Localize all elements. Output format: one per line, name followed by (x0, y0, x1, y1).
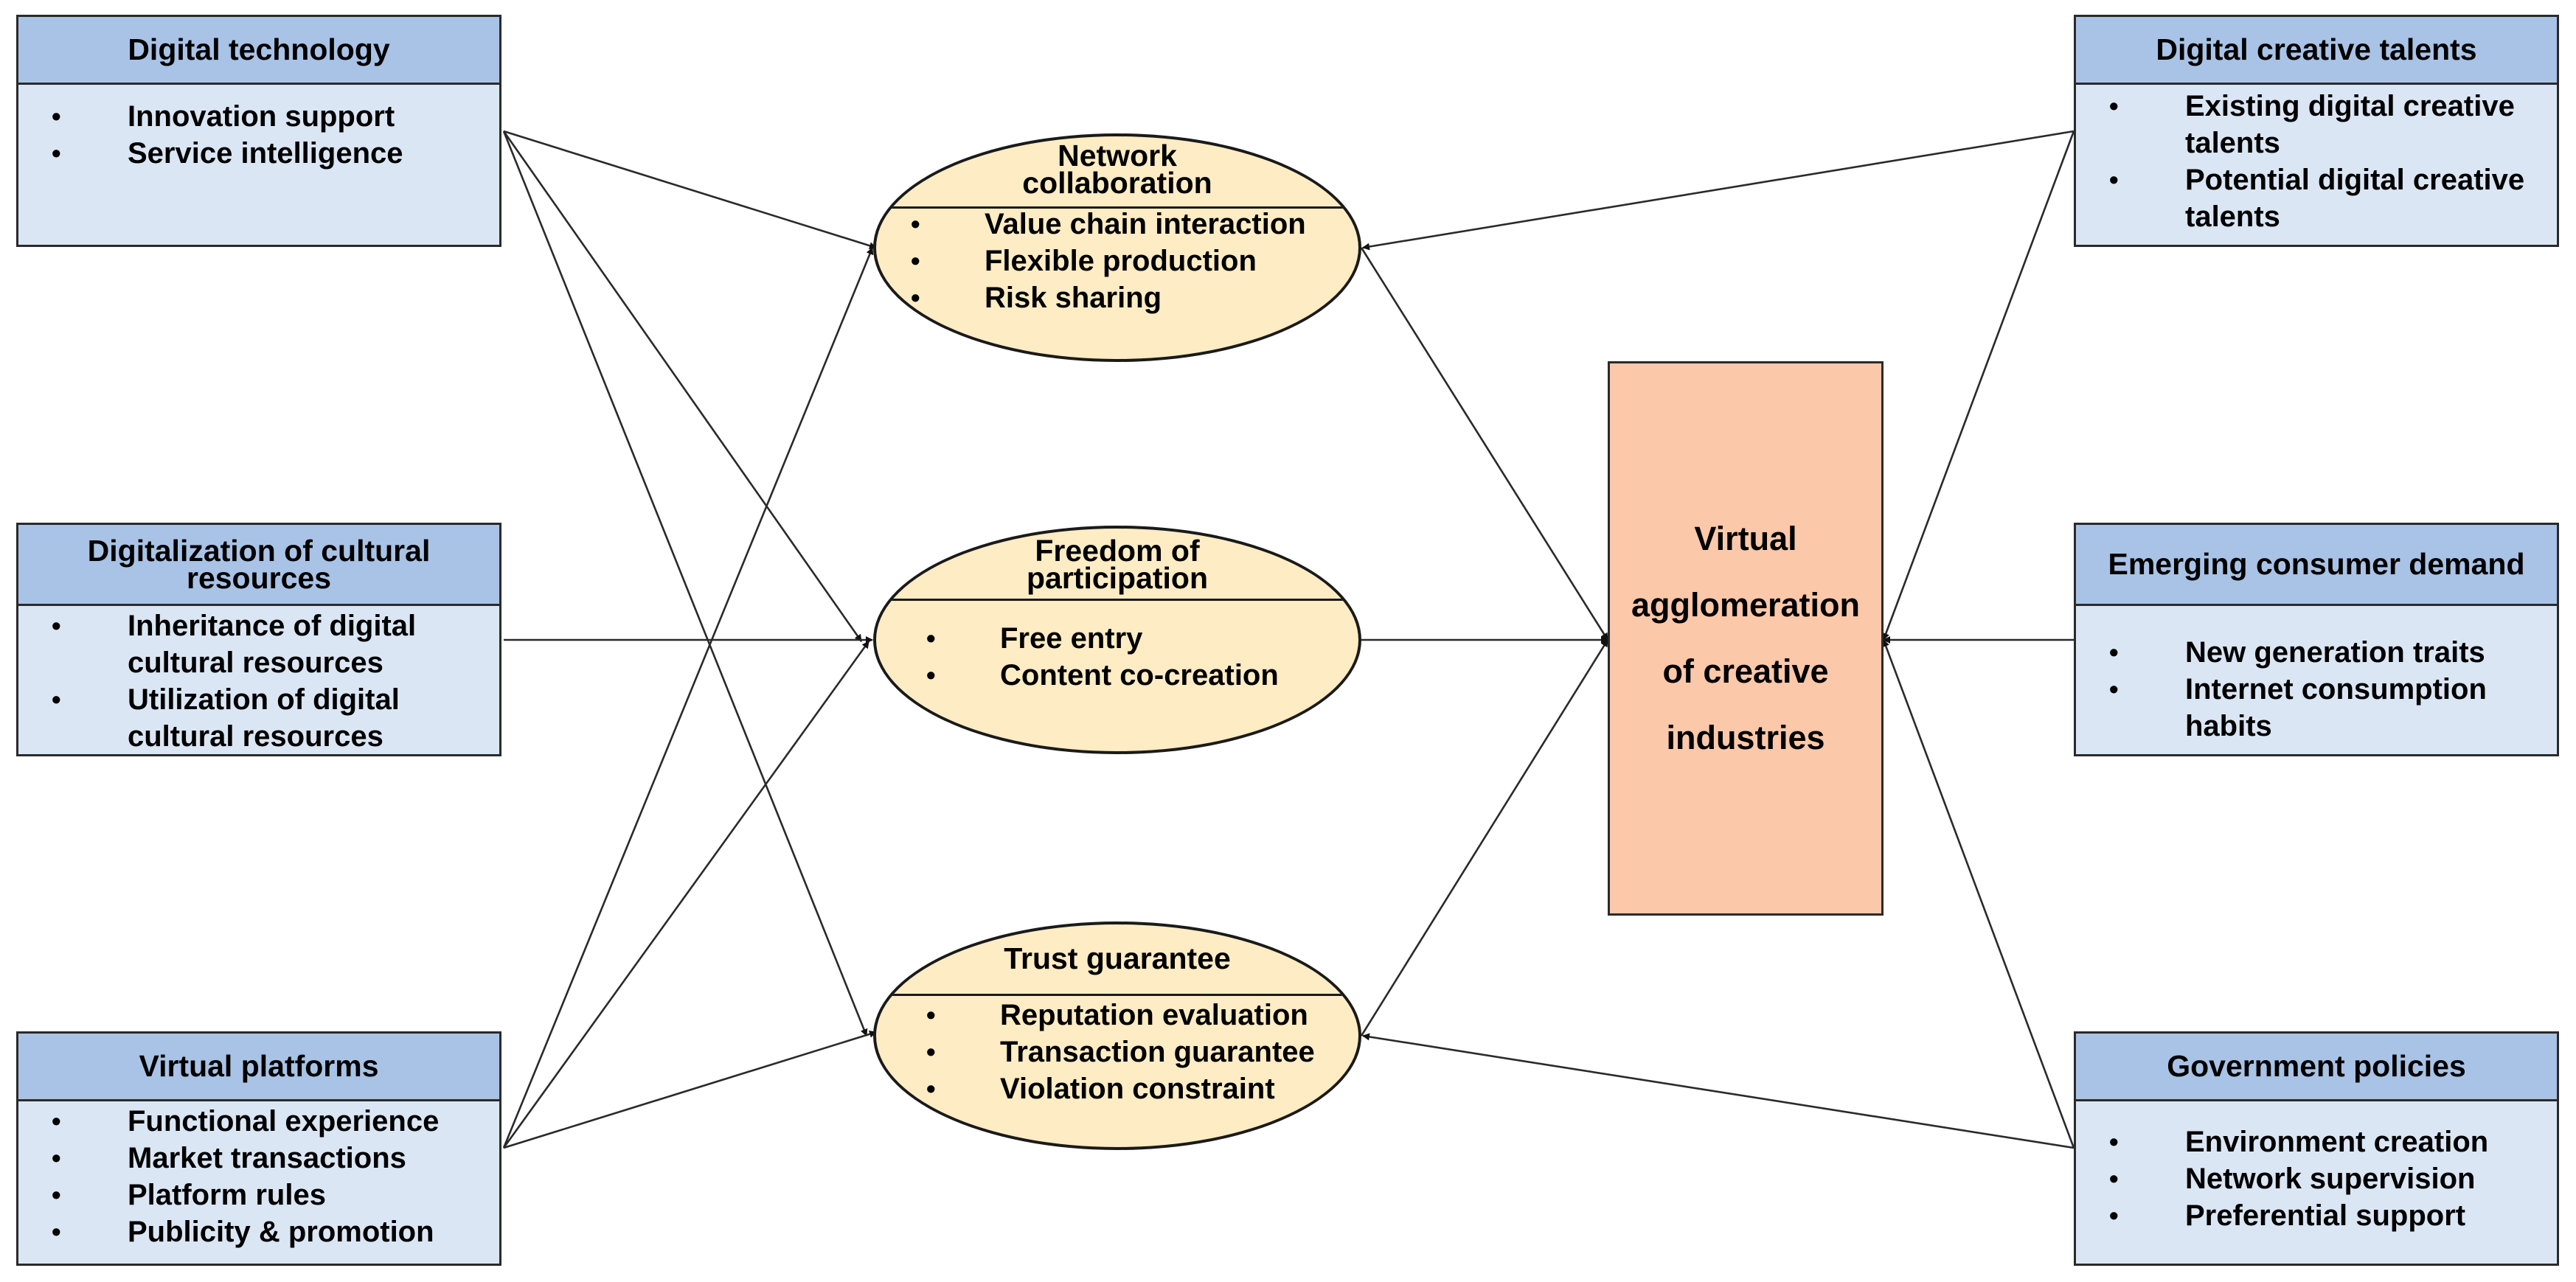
mechanism-item-list: Free entry Content co-creation (876, 620, 1358, 694)
list-item: Flexible production (876, 243, 1358, 279)
list-item: Free entry (876, 620, 1358, 657)
factor-title: Digitalization of cultural resources (18, 525, 499, 606)
list-item: Violation constraint (876, 1070, 1358, 1107)
mechanism-item-list: Value chain interaction Flexible product… (876, 206, 1358, 316)
arrow-digital-technology-to-freedom-of-participation (502, 130, 863, 642)
mechanism-freedom-of-participation: Freedom of participation Free entry Cont… (873, 526, 1361, 754)
factor-digital-technology: Digital technology Innovation support Se… (16, 15, 501, 247)
list-item: Service intelligence (18, 135, 485, 172)
factor-title: Digital creative talents (2076, 17, 2557, 85)
arrow-digital-technology-to-trust-guarantee (502, 130, 868, 1037)
list-item: New generation traits (2076, 634, 2542, 671)
factor-consumer-demand: Emerging consumer demand New generation … (2074, 523, 2559, 756)
arrow-creative-talents-to-network-collaboration (1362, 130, 2075, 251)
factor-item-list: Environment creation Network supervision… (2076, 1101, 2557, 1234)
arrow-digital-technology-to-network-collaboration (503, 130, 877, 250)
list-item: Publicity & promotion (18, 1213, 485, 1250)
mechanism-divider (876, 599, 1358, 601)
arrow-virtual-platforms-to-network-collaboration (502, 247, 874, 1149)
arrow-creative-talents-to-outcome (1882, 130, 2075, 641)
factor-item-list: Functional experience Market transaction… (18, 1101, 499, 1250)
outcome-virtual-agglomeration: Virtual agglomeration of creative indust… (1608, 361, 1884, 916)
mechanism-item-list: Reputation evaluation Transaction guaran… (876, 997, 1358, 1107)
list-item: Existing digital creative talents (2076, 88, 2542, 161)
list-item: Content co-creation (876, 657, 1358, 694)
list-item: Value chain interaction (876, 206, 1358, 243)
factor-item-list: Innovation support Service intelligence (18, 85, 499, 172)
outcome-title: Virtual agglomeration of creative indust… (1631, 520, 1861, 756)
list-item: Inheritance of digital cultural resource… (18, 607, 485, 681)
list-item: Potential digital creative talents (2076, 161, 2542, 235)
factor-item-list: Existing digital creative talents Potent… (2076, 85, 2557, 235)
mechanism-title: Trust guarantee (1004, 941, 1231, 975)
list-item: Transaction guarantee (876, 1034, 1358, 1070)
arrow-government-policies-to-trust-guarantee (1362, 1033, 2075, 1149)
list-item: Network supervision (2076, 1160, 2542, 1197)
mechanism-network-collaboration: Network collaboration Value chain intera… (873, 133, 1361, 362)
arrow-virtual-platforms-to-freedom-of-participation (502, 641, 870, 1149)
mechanism-title: Freedom of participation (1026, 534, 1209, 595)
list-item: Innovation support (18, 98, 485, 135)
list-item: Market transactions (18, 1140, 485, 1177)
arrow-virtual-platforms-to-trust-guarantee (503, 1030, 877, 1149)
factor-item-list: New generation traits Internet consumpti… (2076, 606, 2557, 745)
mechanism-divider (876, 994, 1358, 996)
list-item: Platform rules (18, 1177, 485, 1213)
factor-title: Government policies (2076, 1034, 2557, 1101)
list-item: Functional experience (18, 1103, 485, 1140)
factor-title: Digital technology (18, 17, 499, 85)
list-item: Preferential support (2076, 1197, 2542, 1234)
list-item: Risk sharing (876, 279, 1358, 316)
factor-title: Emerging consumer demand (2076, 525, 2557, 606)
list-item: Utilization of digital cultural resource… (18, 681, 485, 755)
factor-title: Virtual platforms (18, 1034, 499, 1101)
mechanism-title: Network collaboration (1022, 139, 1212, 200)
list-item: Internet consumption habits (2076, 671, 2542, 745)
factor-item-list: Inheritance of digital cultural resource… (18, 606, 499, 755)
mechanism-trust-guarantee: Trust guarantee Reputation evaluation Tr… (873, 922, 1361, 1150)
list-item: Reputation evaluation (876, 997, 1358, 1034)
arrow-network-collaboration-to-outcome (1360, 247, 1609, 641)
arrow-trust-guarantee-to-outcome (1360, 639, 1609, 1037)
factor-virtual-platforms: Virtual platforms Functional experience … (16, 1031, 501, 1266)
list-item: Environment creation (2076, 1124, 2542, 1160)
factor-cultural-resources: Digitalization of cultural resources Inh… (16, 523, 501, 756)
arrow-government-policies-to-outcome (1882, 639, 2075, 1149)
factor-government-policies: Government policies Environment creation… (2074, 1031, 2559, 1266)
factor-creative-talents: Digital creative talents Existing digita… (2074, 15, 2559, 247)
